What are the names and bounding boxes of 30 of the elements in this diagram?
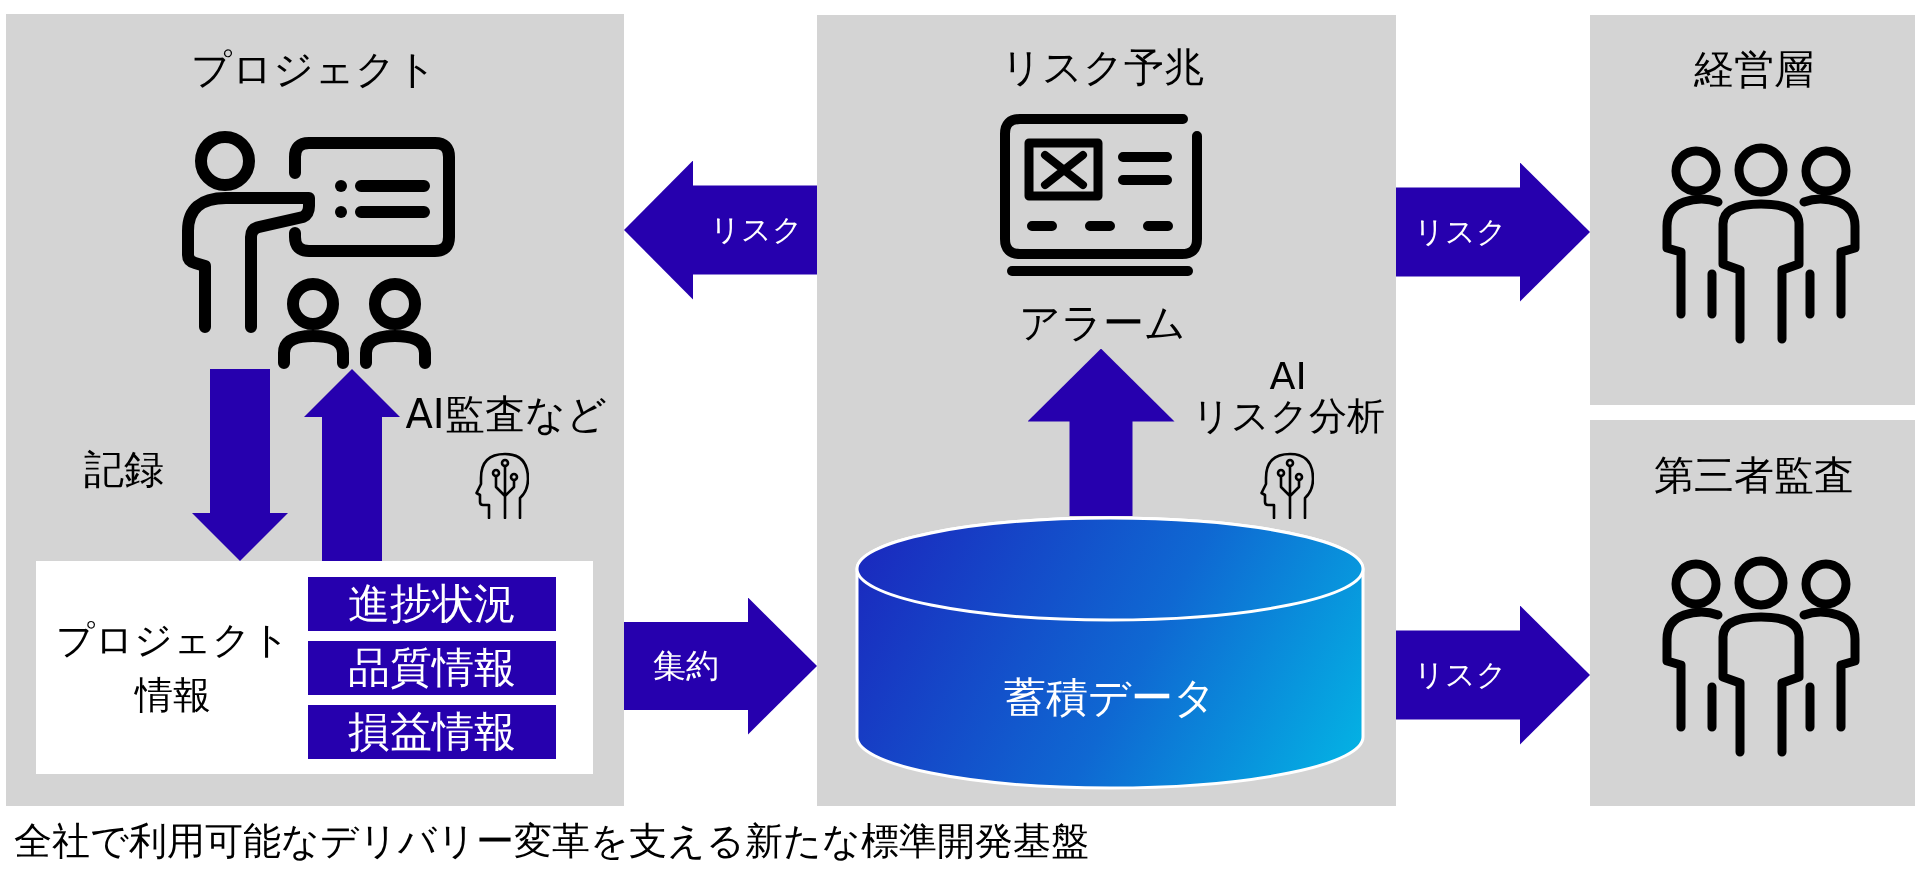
block-arrow: [1396, 162, 1590, 302]
database-cylinder: 蓄積データ: [855, 516, 1365, 790]
block-arrow: [624, 597, 817, 735]
block-arrow: [624, 160, 817, 300]
node-label: アラーム: [1018, 299, 1186, 349]
panel: [1590, 420, 1915, 806]
block-arrow: [1396, 605, 1590, 745]
edge-label: 集約: [653, 646, 719, 686]
edge-label: AI監査など: [405, 390, 607, 438]
label: プロジェクト情報: [55, 616, 291, 719]
presenter-icon: [182, 131, 455, 369]
heading: リスク予兆: [1000, 43, 1204, 91]
info-tag: 損益情報: [308, 705, 556, 759]
edge-label: リスク: [1413, 657, 1507, 693]
panel: [1590, 15, 1915, 405]
block-arrow: [1027, 348, 1175, 516]
heading: プロジェクト: [191, 45, 437, 93]
info-box: [36, 561, 593, 774]
info-tag: 品質情報: [308, 641, 556, 695]
block-arrow: [192, 369, 288, 561]
info-tag: 進捗状況: [308, 577, 556, 631]
edge-label: AI リスク分析: [1190, 357, 1386, 437]
heading: 経営層: [1694, 45, 1814, 93]
edge-label: リスク: [709, 212, 803, 248]
edge-label: リスク: [1413, 214, 1507, 250]
panel: [6, 14, 624, 806]
panel: [817, 15, 1396, 806]
heading: 第三者監査: [1654, 451, 1854, 499]
footnote: 全社で利用可能なデリバリー変革を支える新たな標準開発基盤: [14, 819, 1089, 865]
edge-label: 記録: [84, 445, 164, 493]
